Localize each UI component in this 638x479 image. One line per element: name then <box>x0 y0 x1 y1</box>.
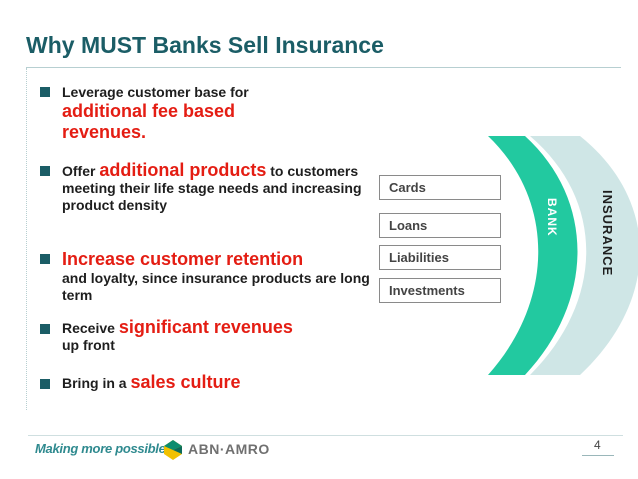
bank-arc <box>488 136 578 375</box>
bullet-highlight: significant revenues <box>118 317 293 337</box>
bullet-square-icon <box>40 379 50 389</box>
bullet-text: Offer <box>62 163 96 179</box>
product-box-loans: Loans <box>379 213 501 238</box>
bullet-highlight: additional products <box>99 160 267 180</box>
logo-text: ABN·AMRO <box>188 441 270 457</box>
bullet-text: to customers meeting their life stage ne… <box>62 163 362 213</box>
insurance-arc <box>530 136 638 375</box>
bullet-text: Bring in a <box>62 375 127 391</box>
bullet-text: up front <box>62 337 115 353</box>
product-box-cards: Cards <box>379 175 501 200</box>
bullet-highlight: additional fee based revenues. <box>62 101 236 142</box>
insurance-label: INSURANCE <box>600 190 615 277</box>
bullet-highlight: sales culture <box>130 372 241 392</box>
footer-divider <box>28 435 623 436</box>
left-divider <box>26 68 27 410</box>
bullet-text: Receive <box>62 320 115 336</box>
slide-title: Why MUST Banks Sell Insurance <box>26 32 384 58</box>
bullet-square-icon <box>40 324 50 334</box>
bank-label: BANK <box>545 198 559 237</box>
product-box-liabilities: Liabilities <box>379 245 501 270</box>
abn-amro-shield-icon <box>163 439 183 461</box>
bullet-highlight: Increase customer retention <box>62 249 304 269</box>
page-number-rule <box>582 455 614 456</box>
title-divider <box>26 67 621 68</box>
footer-tagline: Making more possible <box>35 441 166 456</box>
bullet-square-icon <box>40 87 50 97</box>
bullet-square-icon <box>40 254 50 264</box>
bullet-text: Leverage customer base for <box>62 84 249 100</box>
bullet-text: and loyalty, since insurance products ar… <box>62 270 370 303</box>
bullet-square-icon <box>40 166 50 176</box>
page-number: 4 <box>594 438 601 452</box>
product-box-investments: Investments <box>379 278 501 303</box>
